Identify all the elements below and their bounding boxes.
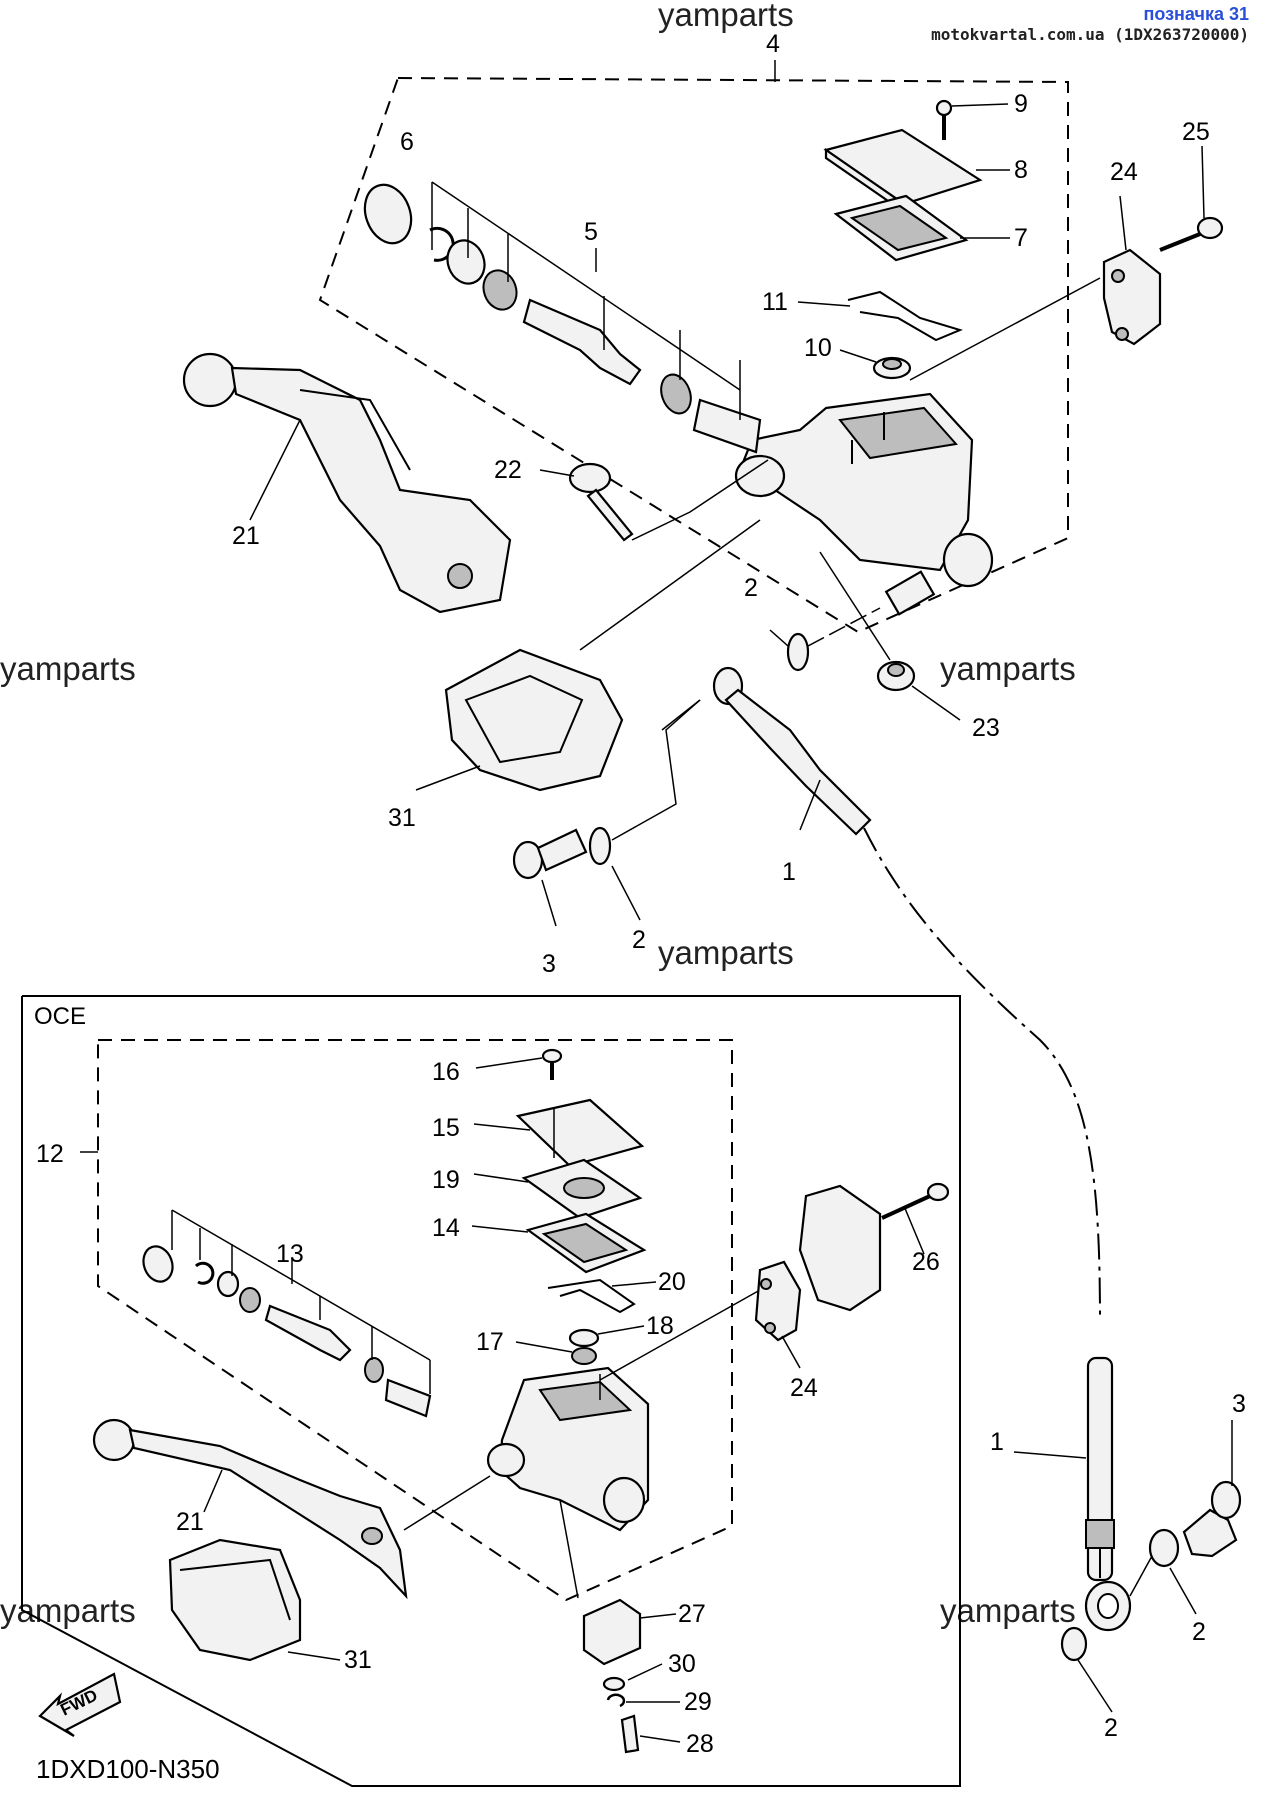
callout-25: 25 — [1182, 118, 1210, 146]
callout-31: 31 — [344, 1646, 372, 1674]
callout-11: 11 — [762, 288, 788, 316]
callout-24: 24 — [790, 1374, 818, 1402]
bolt-part-25 — [1159, 145, 1224, 252]
callout-3: 3 — [542, 950, 556, 978]
callout-30: 30 — [668, 1650, 696, 1678]
callout-8: 8 — [1014, 156, 1028, 184]
holder-part-24-oce — [754, 1184, 882, 1369]
bolt-part-26 — [881, 1182, 950, 1255]
watermark: yamparts — [940, 1592, 1076, 1629]
callout-2: 2 — [1104, 1714, 1118, 1742]
brake-lever-part-21 — [182, 352, 512, 614]
gasket-part-11 — [797, 290, 963, 342]
reservoir-cover-part-15 — [473, 1098, 645, 1168]
callout-10: 10 — [804, 334, 832, 362]
washer-part-2-upper-b — [588, 699, 701, 921]
callout-22: 22 — [494, 456, 522, 484]
switch-part-31 — [415, 519, 761, 792]
brake-light-switch-part-27 — [559, 1499, 677, 1666]
bleed-cap-part-23 — [819, 551, 961, 721]
banjo-bolt-part-3-upper — [512, 828, 588, 927]
master-cylinder-body — [734, 392, 994, 616]
washer-part-2-lower-b — [1060, 1626, 1113, 1713]
callout-17: 17 — [476, 1328, 504, 1356]
brake-lever-part-21-oce — [92, 1418, 491, 1600]
callout-7: 7 — [1014, 224, 1028, 252]
oce-variant-frame — [21, 995, 961, 1787]
tag-label: позначка 31 — [1143, 4, 1249, 24]
callout-23: 23 — [972, 714, 1000, 742]
banjo-bolt-part-3-lower — [1182, 1420, 1242, 1558]
watermark: yamparts — [658, 0, 794, 33]
callout-2: 2 — [744, 574, 758, 602]
watermark: yamparts — [0, 650, 136, 687]
callout-24: 24 — [1110, 158, 1138, 186]
fwd-arrow-icon: FWD — [38, 1672, 122, 1737]
screw-part-28 — [620, 1714, 681, 1754]
callout-5: 5 — [584, 218, 598, 246]
float-part-17 — [515, 1341, 597, 1365]
gasket-part-20 — [547, 1278, 657, 1314]
washer-part-2-upper — [769, 607, 881, 672]
piston-kit-part-13 — [142, 1209, 432, 1418]
callout-18: 18 — [646, 1312, 674, 1340]
screw-part-9 — [935, 99, 1009, 140]
piston-kit-part-5 — [363, 181, 762, 454]
callout-26: 26 — [912, 1248, 940, 1276]
callout-20: 20 — [658, 1268, 686, 1296]
cap-part-10 — [839, 349, 912, 380]
diagram-code: 1DXD100-N350 — [36, 1754, 220, 1784]
callout-4: 4 — [766, 30, 780, 58]
callout-27: 27 — [678, 1600, 706, 1628]
brake-hose-part-1-upper — [661, 666, 1101, 1321]
callout-1: 1 — [782, 858, 796, 886]
callout-12: 12 — [36, 1140, 64, 1168]
callout-3: 3 — [1232, 1390, 1246, 1418]
callout-29: 29 — [684, 1688, 712, 1716]
reservoir-cover-part-8 — [823, 128, 1010, 215]
header-reference: позначка 31 motokvartal.com.ua (1DX26372… — [931, 4, 1249, 44]
clip-part-29 — [606, 1693, 680, 1708]
callout-15: 15 — [432, 1114, 460, 1142]
pivot-bolt-part-22 — [539, 459, 769, 542]
callout-21: 21 — [232, 522, 260, 550]
callout-6: 6 — [400, 128, 414, 156]
screw-part-16 — [475, 1048, 563, 1080]
watermark: yamparts — [658, 934, 794, 971]
diaphragm-part-19 — [473, 1158, 643, 1220]
callout-21: 21 — [176, 1508, 204, 1536]
callout-16: 16 — [432, 1058, 460, 1086]
callout-28: 28 — [686, 1730, 714, 1758]
callout-31: 31 — [388, 804, 416, 832]
brake-hose-part-1-lower — [1013, 1356, 1132, 1632]
holder-part-24 — [909, 195, 1162, 381]
diaphragm-part-7 — [833, 194, 1010, 262]
cap-part-18 — [568, 1325, 645, 1348]
watermark: yamparts — [0, 1592, 136, 1629]
switch-part-31-oce — [168, 1538, 341, 1662]
section-label: OCE — [34, 1003, 86, 1030]
upper-assembly-group — [318, 60, 1069, 634]
washer-part-2-lower-a — [1129, 1528, 1197, 1615]
callout-1: 1 — [990, 1428, 1004, 1456]
watermark: yamparts — [940, 650, 1076, 687]
callout-14: 14 — [432, 1214, 460, 1242]
diaphragm-holder-part-14 — [471, 1212, 647, 1274]
callout-13: 13 — [276, 1240, 304, 1268]
master-cylinder-body-oce — [486, 1289, 761, 1532]
callout-2: 2 — [632, 926, 646, 954]
callout-2: 2 — [1192, 1618, 1206, 1646]
callout-9: 9 — [1014, 90, 1028, 118]
washer-part-30 — [602, 1663, 663, 1692]
callout-19: 19 — [432, 1166, 460, 1194]
source-label: motokvartal.com.ua (1DX263720000) — [931, 25, 1249, 44]
